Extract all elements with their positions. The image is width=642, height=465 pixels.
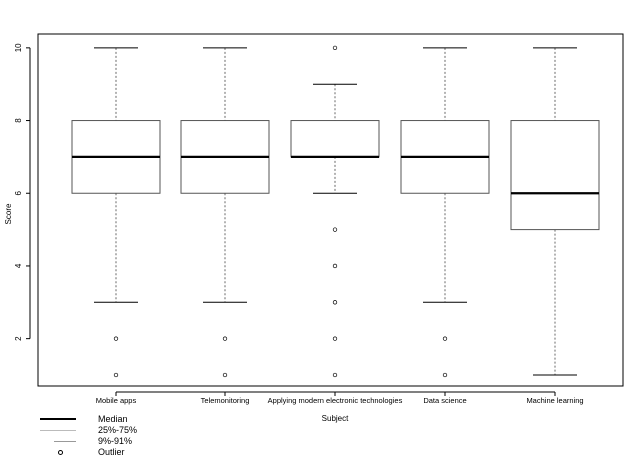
outlier-2-2 bbox=[222, 336, 228, 341]
iqr-box-5 bbox=[510, 120, 600, 231]
y-tick-label-4: 4 bbox=[14, 263, 23, 268]
legend: Median 25%-75% 9%-91% Outlier bbox=[36, 414, 236, 458]
outlier-1-2 bbox=[113, 336, 119, 341]
outlier-2-1 bbox=[222, 372, 228, 378]
outlier-3-4 bbox=[332, 263, 338, 269]
x-tick-label-1: Mobile apps bbox=[96, 396, 137, 405]
legend-item-median: Median bbox=[36, 414, 236, 425]
legend-iqr-label: 25%-75% bbox=[98, 425, 138, 435]
y-tick-label-2: 2 bbox=[14, 336, 23, 341]
outlier-3-6 bbox=[332, 45, 338, 50]
legend-item-iqr: 25%-75% bbox=[36, 425, 236, 436]
outlier-4-2 bbox=[442, 336, 448, 341]
legend-item-outlier: Outlier bbox=[36, 447, 236, 458]
x-tick-label-2: Telemonitoring bbox=[201, 396, 250, 405]
x-tick-label-5: Machine learning bbox=[526, 396, 583, 405]
box-5 bbox=[510, 47, 600, 376]
legend-whisker-label: 9%-91% bbox=[98, 436, 133, 446]
iqr-box-3 bbox=[290, 120, 380, 158]
legend-median-label: Median bbox=[98, 414, 128, 424]
box-1 bbox=[71, 47, 161, 378]
box-3 bbox=[290, 45, 380, 378]
x-tick-label-4: Data science bbox=[423, 396, 466, 405]
x-tick-label-3: Applying modern electronic technologies bbox=[268, 396, 403, 405]
box-2 bbox=[180, 47, 270, 378]
outlier-3-3 bbox=[332, 300, 338, 305]
box-4 bbox=[400, 47, 490, 378]
legend-whisker-symbol bbox=[54, 441, 76, 442]
legend-outlier-label: Outlier bbox=[98, 447, 125, 457]
legend-iqr-symbol bbox=[40, 430, 76, 431]
outlier-3-1 bbox=[332, 372, 338, 378]
outlier-1-1 bbox=[113, 372, 119, 378]
outlier-4-1 bbox=[442, 372, 448, 378]
y-axis-label: Score bbox=[4, 203, 13, 224]
outlier-3-5 bbox=[332, 227, 338, 232]
plot-frame bbox=[37, 33, 624, 387]
legend-outlier-symbol bbox=[58, 450, 63, 455]
legend-median-symbol bbox=[40, 418, 76, 420]
legend-item-whisker: 9%-91% bbox=[36, 436, 236, 447]
y-tick-label-8: 8 bbox=[14, 118, 23, 123]
x-axis-label: Subject bbox=[322, 414, 349, 423]
boxes-layer bbox=[71, 45, 600, 378]
y-tick-label-6: 6 bbox=[14, 190, 23, 195]
y-tick-label-10: 10 bbox=[14, 43, 23, 52]
outlier-3-2 bbox=[332, 336, 338, 341]
